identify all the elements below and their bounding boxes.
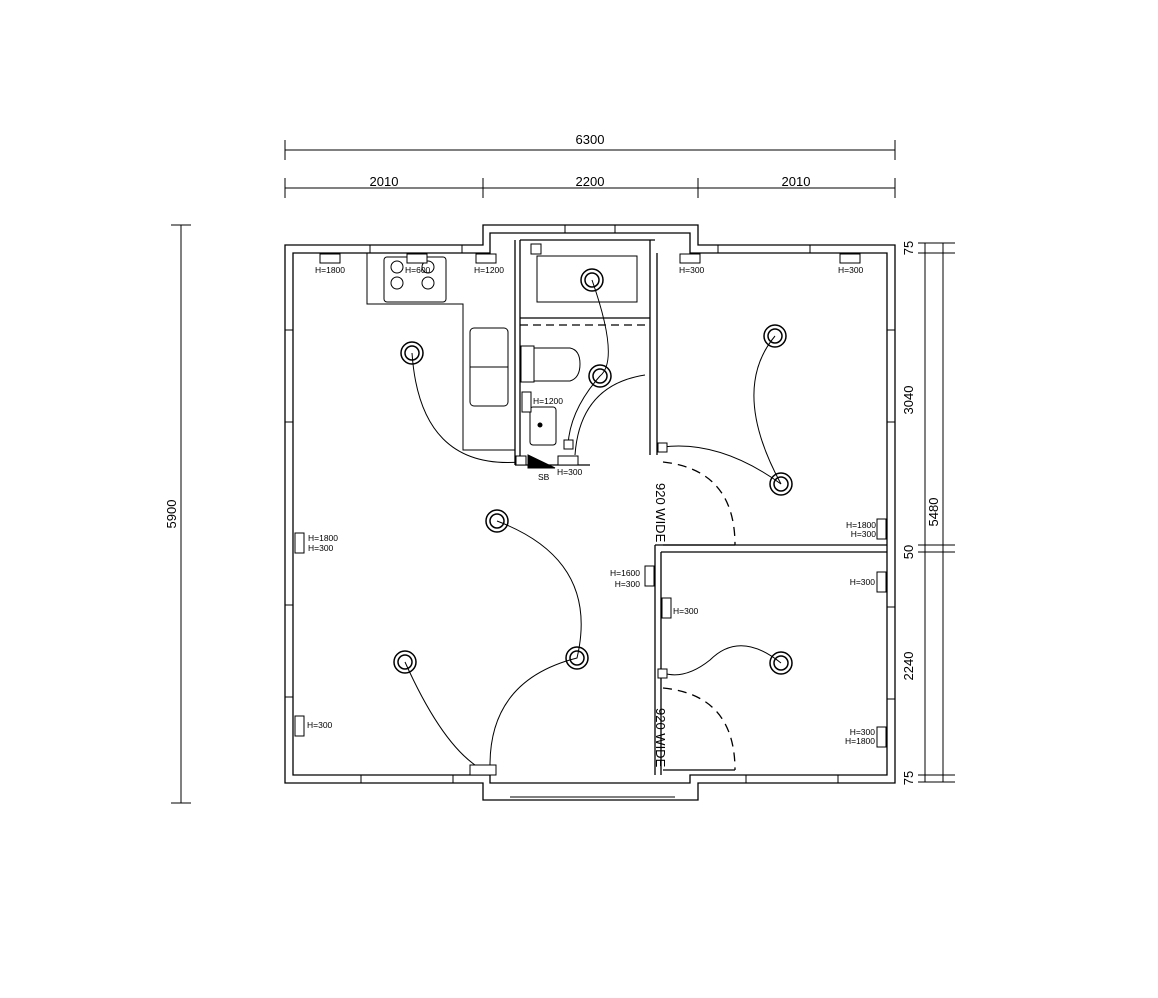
socket-label-corridor-a: H=1600 <box>610 568 640 578</box>
socket-label-corridor-b: H=300 <box>615 579 641 589</box>
socket-label-living-left-b: H=300 <box>308 543 334 553</box>
walls <box>284 224 896 801</box>
socket-label-bed1-right-a: H=1800 <box>846 520 876 530</box>
dim-right-total: 5480 <box>926 498 941 527</box>
socket-label-bed2-left: H=300 <box>673 606 699 616</box>
socket-label-bed1-top-right: H=300 <box>838 265 864 275</box>
door-swing-bedroom1 <box>662 461 736 546</box>
socket-label-bed1-right-b: H=300 <box>851 529 877 539</box>
socket-label-hall: H=300 <box>557 467 583 477</box>
dim-left-width: 2010 <box>370 174 399 189</box>
dim-bottom-wall: 75 <box>901 771 916 785</box>
door-bathroom <box>574 374 646 456</box>
door-label-1: 920 WIDE <box>653 483 668 543</box>
sockets <box>294 243 887 776</box>
bathroom-fixtures <box>520 255 638 469</box>
socket-label-bed2-right-top: H=300 <box>850 577 876 587</box>
dim-middle-width: 2200 <box>576 174 605 189</box>
dim-right-width: 2010 <box>782 174 811 189</box>
socket-label-kitchen-1: H=1800 <box>315 265 345 275</box>
dim-top-wall: 75 <box>901 241 916 255</box>
dim-bedroom2-depth: 2240 <box>901 652 916 681</box>
door-swing-bedroom2 <box>662 687 736 771</box>
kitchen-counter <box>366 253 515 451</box>
dim-overall-width: 6300 <box>576 132 605 147</box>
socket-label-bath: H=1200 <box>533 396 563 406</box>
socket-label-kitchen-2: H=1200 <box>474 265 504 275</box>
switchboard-label: SB <box>538 472 550 482</box>
dim-overall-height: 5900 <box>164 500 179 529</box>
socket-label-living-left-low: H=300 <box>307 720 333 730</box>
lights <box>393 268 793 675</box>
socket-label-bed2-right-a: H=300 <box>850 727 876 737</box>
socket-label-cooker: H=600 <box>405 265 431 275</box>
dim-bedroom1-depth: 3040 <box>901 386 916 415</box>
socket-label-bed1-top-left: H=300 <box>679 265 705 275</box>
socket-label-living-left-a: H=1800 <box>308 533 338 543</box>
wiring <box>404 279 782 766</box>
dim-mid-wall: 50 <box>901 545 916 559</box>
door-label-2: 920 WIDE <box>653 708 668 768</box>
socket-label-bed2-right-b: H=1800 <box>845 736 875 746</box>
windows <box>284 224 896 798</box>
dimension-lines <box>171 140 955 804</box>
